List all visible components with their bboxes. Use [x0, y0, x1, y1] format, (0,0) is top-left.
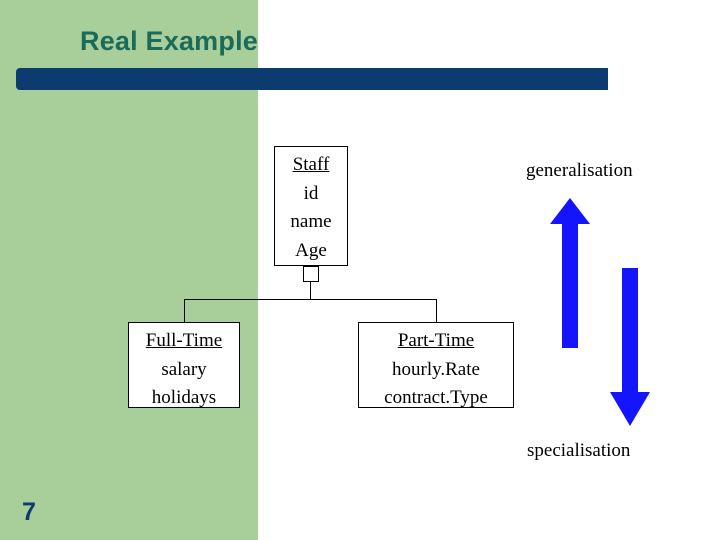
uml-attribute: id: [303, 182, 319, 204]
generalisation-up-arrow-icon: [550, 198, 590, 348]
uml-class-name: Part-Time: [397, 330, 475, 351]
generalisation-marker-icon: [303, 266, 319, 282]
decorative-navy-bar: [16, 68, 608, 90]
connector-line-vertical: [310, 282, 311, 300]
uml-attribute: contract.Type: [384, 387, 488, 408]
uml-class-full-time: Full-Time salary holidays: [128, 322, 240, 408]
page-number: 7: [22, 498, 36, 526]
connector-line-horizontal: [184, 299, 436, 300]
specialisation-down-arrow-icon: [610, 268, 650, 426]
uml-class-part-time: Part-Time hourly.Rate contract.Type: [358, 322, 514, 408]
connector-line-right: [436, 299, 437, 323]
specialisation-label: specialisation: [527, 440, 631, 461]
uml-class-name: Staff: [292, 154, 330, 175]
uml-attribute: salary: [161, 358, 207, 380]
decorative-green-band: [0, 0, 258, 540]
connector-line-left: [184, 299, 185, 323]
uml-class-staff: Staff id name Age: [274, 146, 348, 266]
uml-attribute: holidays: [151, 387, 217, 408]
generalisation-label: generalisation: [526, 160, 633, 181]
uml-attribute: Age: [295, 239, 327, 261]
page-title: Real Example: [80, 26, 258, 56]
uml-attribute: name: [290, 211, 332, 232]
uml-class-name: Full-Time: [145, 330, 223, 351]
uml-attribute: hourly.Rate: [392, 358, 480, 380]
